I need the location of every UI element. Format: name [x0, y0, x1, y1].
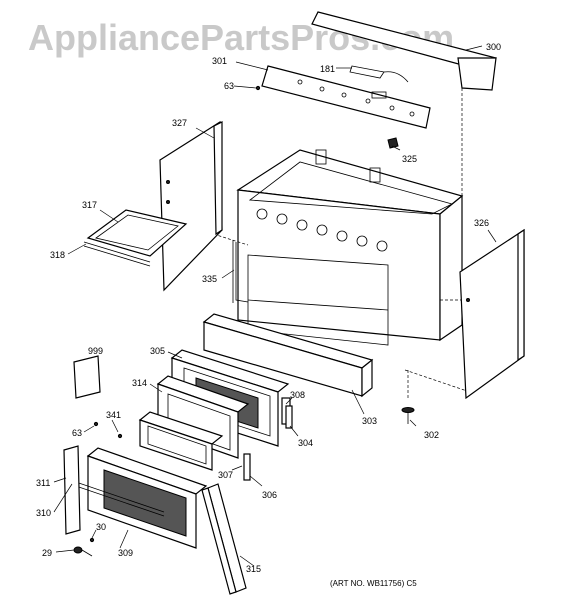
part-310-door-handle	[69, 479, 165, 517]
callout-310: 310	[36, 508, 51, 518]
part-63b-screw	[93, 421, 99, 427]
part-318-pan-handle	[83, 241, 151, 267]
callout-306: 306	[262, 490, 277, 500]
callout-305: 305	[150, 346, 165, 356]
callout-335: 335	[202, 274, 217, 284]
callout-309: 309	[118, 548, 133, 558]
callout-307: 307	[218, 470, 233, 480]
callout-308: 308	[290, 390, 305, 400]
callout-341: 341	[106, 410, 121, 420]
callout-327: 327	[172, 118, 187, 128]
part-307-window-glass	[138, 411, 224, 471]
callout-317: 317	[82, 200, 97, 210]
part-341-screw	[117, 433, 123, 439]
part-327-left-side-panel	[159, 120, 223, 292]
callout-325: 325	[402, 154, 417, 164]
callout-999: 999	[88, 346, 103, 356]
part-306-hinge-receiver	[243, 453, 251, 481]
callout-300: 300	[486, 42, 501, 52]
callout-314: 314	[132, 378, 147, 388]
callout-labels: 300 301 181 63 327 325 317 318 326 335 9…	[36, 42, 501, 574]
callout-63-top: 63	[224, 81, 234, 91]
part-63a-screw	[255, 85, 261, 91]
part-325-nut	[387, 137, 399, 149]
part-315-side-trim	[201, 483, 247, 595]
part-301-control-panel	[261, 65, 431, 129]
art-number: (ART NO. WB11756) C5	[330, 579, 417, 588]
callout-30: 30	[96, 522, 106, 532]
callout-301: 301	[212, 56, 227, 66]
part-300-top-trim	[311, 11, 497, 91]
callout-304: 304	[298, 438, 313, 448]
callout-leaders	[53, 45, 497, 567]
callout-181: 181	[320, 64, 335, 74]
callout-303: 303	[362, 416, 377, 426]
part-309-outer-door	[86, 447, 208, 549]
callout-311: 311	[36, 478, 50, 488]
part-304-hinge-receiver	[285, 405, 293, 429]
part-181-igniter	[349, 65, 409, 83]
callout-318: 318	[50, 250, 65, 260]
part-311-handle-end-cap	[63, 445, 81, 535]
part-29-door-stop	[73, 546, 93, 557]
oven-body	[236, 149, 464, 346]
part-302-leveling-leg	[401, 407, 415, 424]
callout-315: 315	[246, 564, 261, 574]
callout-63-left: 63	[72, 428, 82, 438]
part-326-right-side-panel	[459, 228, 525, 400]
part-317-broil-pan	[86, 209, 188, 257]
part-999-literature	[73, 355, 101, 399]
part-303-drawer-front	[202, 313, 374, 398]
part-335-gasket	[232, 240, 249, 303]
callout-29: 29	[42, 548, 52, 558]
callout-326: 326	[474, 218, 489, 228]
callout-302: 302	[424, 430, 439, 440]
part-30-screw	[89, 537, 95, 543]
